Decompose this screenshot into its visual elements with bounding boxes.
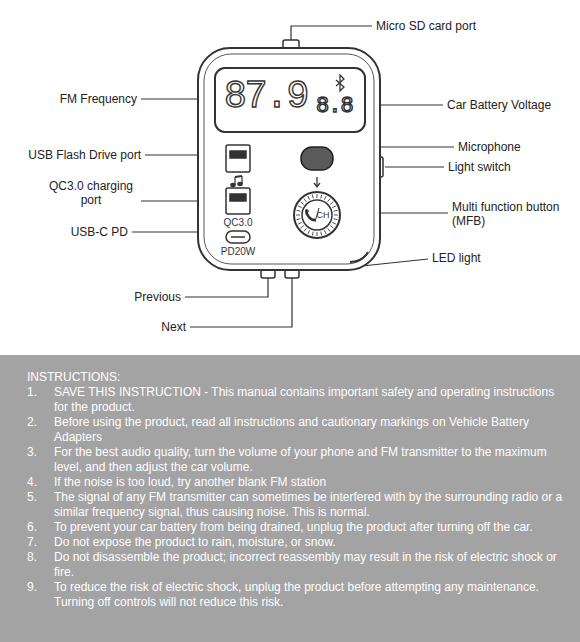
button-ridge	[312, 232, 314, 236]
callout-label: QC3.0 charging port	[45, 179, 137, 207]
button-ridge	[330, 226, 333, 229]
item-number: 3.	[27, 445, 54, 475]
button-ridge	[334, 218, 338, 220]
callout-label: USB-C PD	[71, 225, 128, 239]
port-marking: QC3.0	[224, 217, 253, 228]
button-ridge	[328, 199, 331, 202]
button-ridge	[298, 206, 302, 208]
lcd-frequency: 87.9	[224, 78, 307, 116]
item-number: 9.	[27, 580, 54, 610]
instruction-item: 3.For the best audio quality, turn the v…	[27, 445, 565, 475]
item-number: 5.	[27, 490, 54, 520]
instructions-panel: INSTRUCTIONS:1.SAVE THIS INSTRUCTION - T…	[0, 355, 580, 642]
item-text: SAVE THIS INSTRUCTION - This manual cont…	[54, 385, 565, 415]
item-number: 7.	[27, 535, 54, 550]
item-number: 8.	[27, 550, 54, 580]
button-ridge	[301, 226, 304, 229]
callout-label: Previous	[134, 290, 181, 304]
display	[215, 68, 365, 132]
instruction-item: 8.Do not disassemble the product; incorr…	[27, 550, 565, 580]
port-marking: PD20W	[221, 246, 255, 257]
instruction-item: 7.Do not expose the product to rain, moi…	[27, 535, 565, 550]
button-ridge	[296, 215, 300, 216]
ports	[226, 145, 250, 243]
instruction-item: 5.The signal of any FM transmitter can s…	[27, 490, 565, 520]
item-number: 4.	[27, 475, 54, 490]
instructions-heading: INSTRUCTIONS:	[27, 370, 565, 385]
button-ridge	[317, 232, 318, 236]
button-ridge	[330, 202, 333, 205]
button-ridge	[320, 232, 322, 236]
item-number: 1.	[27, 385, 54, 415]
item-text: If the noise is too loud, try another bl…	[54, 475, 565, 490]
callout-label: Light switch	[448, 160, 511, 174]
item-text: To reduce the risk of electric shock, un…	[54, 580, 565, 610]
button-ridge	[297, 218, 301, 220]
instruction-item: 2.Before using the product, read all ins…	[27, 415, 565, 445]
item-number: 6.	[27, 520, 54, 535]
callout-label: Micro SD card port	[376, 19, 476, 33]
button-ridge	[334, 210, 338, 212]
button-ridge	[324, 196, 326, 200]
callout-label: Next	[161, 320, 186, 334]
callout-label: USB Flash Drive port	[28, 148, 141, 162]
instruction-item: 1.SAVE THIS INSTRUCTION - This manual co…	[27, 385, 565, 415]
microphone	[301, 147, 333, 187]
item-text: Do not expose the product to rain, moist…	[54, 535, 565, 550]
button-ridge	[317, 194, 318, 198]
lcd-voltage: 8.8	[316, 96, 353, 118]
callout-label: LED light	[432, 251, 481, 265]
button-ridge	[301, 202, 304, 205]
device-body	[198, 40, 383, 278]
multi-function-button	[294, 192, 340, 238]
button-ridge	[332, 206, 336, 208]
item-text: For the best audio quality, turn the vol…	[54, 445, 565, 475]
instruction-item: 4.If the noise is too loud, try another …	[27, 475, 565, 490]
button-ridge	[328, 228, 331, 231]
item-number: 2.	[27, 415, 54, 445]
callout-label: Multi function button (MFB)	[452, 200, 574, 228]
music-note-icon	[231, 176, 242, 187]
callout-label: Microphone	[458, 140, 521, 154]
item-text: The signal of any FM transmitter can som…	[54, 490, 565, 520]
leader-lines	[132, 26, 454, 327]
item-text: To prevent your car battery from being d…	[54, 520, 565, 535]
button-ridge	[334, 215, 338, 216]
item-text: Do not disassemble the product; incorrec…	[54, 550, 565, 580]
button-ridge	[308, 196, 310, 200]
button-ridge	[308, 230, 310, 234]
button-ridge	[324, 230, 326, 234]
item-text: Before using the product, read all instr…	[54, 415, 565, 445]
button-ridge	[332, 222, 336, 224]
instruction-item: 6.To prevent your car battery from being…	[27, 520, 565, 535]
callout-label: Car Battery Voltage	[447, 98, 551, 112]
button-ridge	[320, 195, 322, 199]
button-ridge	[304, 199, 307, 202]
button-marking: CH	[317, 210, 330, 220]
button-ridge	[297, 210, 301, 212]
button-ridge	[298, 222, 302, 224]
instruction-item: 9.To reduce the risk of electric shock, …	[27, 580, 565, 610]
button-ridge	[312, 195, 314, 199]
button-ridge	[304, 228, 307, 231]
callout-label: FM Frequency	[60, 92, 137, 106]
